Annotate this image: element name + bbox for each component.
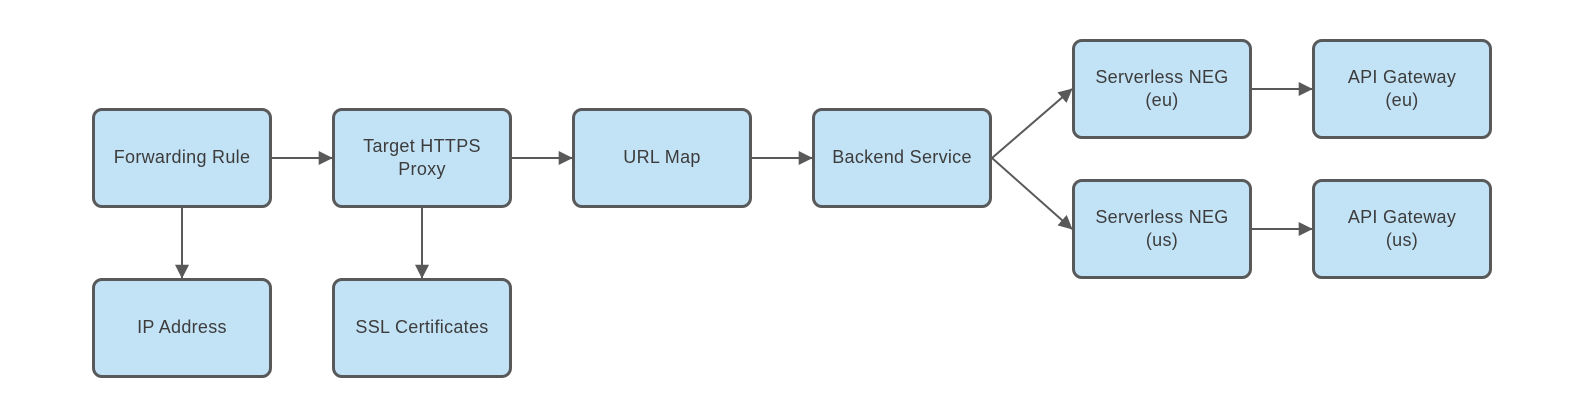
node-label: Target HTTPS — [363, 135, 481, 156]
node-label: Serverless NEG — [1095, 206, 1229, 227]
node-label: IP Address — [137, 317, 227, 338]
node-url-map: URL Map — [572, 108, 752, 208]
node-ssl-certificates: SSL Certificates — [332, 278, 512, 378]
node-ip-address: IP Address — [92, 278, 272, 378]
node-label: API Gateway — [1347, 66, 1457, 87]
edge-arrow-backend_service-to-serverless_neg_us — [991, 157, 1073, 230]
node-label: Serverless NEG — [1095, 66, 1229, 87]
node-serverless-neg-us: Serverless NEG (us) — [1072, 179, 1252, 279]
node-label: (eu) — [1145, 90, 1179, 110]
node-target-https-proxy: Target HTTPS Proxy — [332, 108, 512, 208]
node-api-gateway-eu: API Gateway (eu) — [1312, 39, 1492, 139]
node-label: (eu) — [1385, 90, 1419, 110]
node-label: Forwarding Rule — [113, 147, 251, 168]
node-forwarding-rule: Forwarding Rule — [92, 108, 272, 208]
edge-arrow-backend_service-to-serverless_neg_eu — [991, 88, 1073, 159]
node-label: (us) — [1385, 230, 1419, 250]
node-label: Backend Service — [832, 147, 972, 168]
node-api-gateway-us: API Gateway (us) — [1312, 179, 1492, 279]
node-backend-service: Backend Service — [812, 108, 992, 208]
node-label: Proxy — [398, 159, 446, 179]
node-label: (us) — [1145, 230, 1179, 250]
node-serverless-neg-eu: Serverless NEG (eu) — [1072, 39, 1252, 139]
node-label: URL Map — [623, 147, 701, 168]
node-label: SSL Certificates — [355, 317, 489, 338]
node-label: API Gateway — [1347, 206, 1457, 227]
